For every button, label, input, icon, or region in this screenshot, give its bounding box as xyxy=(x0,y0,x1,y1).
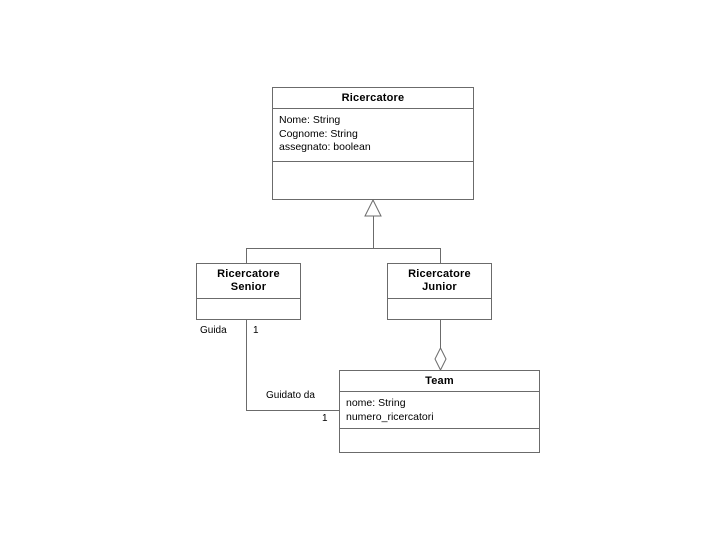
association-multiplicity-source: 1 xyxy=(253,325,259,336)
class-attributes-team: nome: String numero_ricercatori xyxy=(340,392,539,429)
class-operations-team xyxy=(340,429,539,454)
class-name-label-line2: Senior xyxy=(230,281,267,293)
aggregation-diamond-icon xyxy=(434,346,447,372)
association-line-vertical xyxy=(246,320,247,411)
class-name-label-line1: Ricercatore xyxy=(408,268,471,280)
class-box-ricercatore[interactable]: Ricercatore Nome: String Cognome: String… xyxy=(272,87,474,200)
class-name-label: Ricercatore xyxy=(341,91,405,104)
generalization-branch-senior xyxy=(246,248,247,264)
generalization-triangle-icon xyxy=(364,198,382,217)
attribute-row: numero_ricercatori xyxy=(346,410,434,423)
generalization-stem xyxy=(373,216,374,249)
aggregation-line xyxy=(440,320,441,349)
class-attributes-ricercatore: Nome: String Cognome: String assegnato: … xyxy=(273,109,473,162)
class-title-ricercatore-senior: Ricercatore Senior xyxy=(197,264,300,299)
class-attributes-ricercatore-senior xyxy=(197,299,300,320)
class-name-label-line2: Junior xyxy=(422,281,457,293)
class-name-label: Team xyxy=(425,374,454,387)
class-box-ricercatore-senior[interactable]: Ricercatore Senior xyxy=(196,263,301,320)
class-title-ricercatore: Ricercatore xyxy=(273,88,473,109)
association-line-horizontal xyxy=(246,410,340,411)
class-attributes-ricercatore-junior xyxy=(388,299,491,320)
attribute-row: Nome: String xyxy=(279,114,341,126)
association-multiplicity-target: 1 xyxy=(322,413,328,424)
generalization-crossbar xyxy=(246,248,441,249)
class-box-ricercatore-junior[interactable]: Ricercatore Junior xyxy=(387,263,492,320)
class-box-team[interactable]: Team nome: String numero_ricercatori xyxy=(339,370,540,453)
association-role-guida: Guida xyxy=(200,325,227,336)
class-name-label-line1: Ricercatore xyxy=(217,268,280,280)
association-role-guidato-da: Guidato da xyxy=(266,390,315,401)
class-title-ricercatore-junior: Ricercatore Junior xyxy=(388,264,491,299)
attribute-row: Cognome: String xyxy=(279,127,358,140)
attribute-row: nome: String xyxy=(346,397,406,409)
class-operations-ricercatore xyxy=(273,162,473,199)
attribute-row: assegnato: boolean xyxy=(279,141,371,153)
generalization-branch-junior xyxy=(440,248,441,264)
class-title-team: Team xyxy=(340,371,539,392)
